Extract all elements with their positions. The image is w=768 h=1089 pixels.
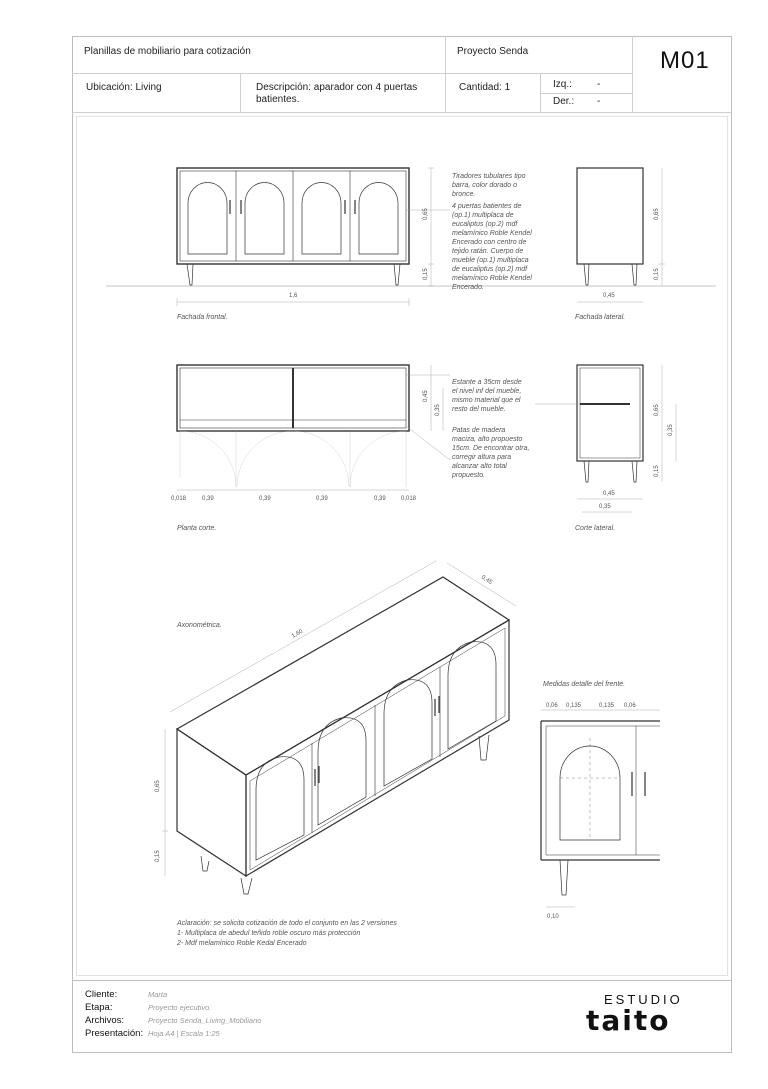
header-col-divider (540, 73, 541, 112)
drawing-sheet (72, 36, 732, 1053)
dim-section-height: 0,65 (654, 404, 660, 416)
caption-side-section: Corte lateral. (575, 525, 616, 532)
dim-plan-w6: 0,018 (401, 496, 417, 502)
footer-divider (72, 980, 732, 981)
studio-logo-bottom: taito (586, 1004, 671, 1037)
dim-plan-w5: 0,39 (374, 496, 386, 502)
quantity: Cantidad: 1 (459, 82, 511, 93)
stage-value: Proyecto ejecutivo. (148, 1003, 212, 1012)
dim-plan-w2: 0,39 (202, 496, 214, 502)
front-detail (540, 720, 660, 896)
clarification-line-3: 2- Mdf melamínico Roble Kedal Encerado (177, 940, 307, 947)
dim-side-leg: 0,15 (654, 268, 660, 280)
header-col-divider (240, 73, 241, 112)
header-divider (540, 93, 632, 94)
side-section (576, 364, 644, 483)
side-elevation (576, 167, 644, 286)
dim-detail-b: 0,135 (566, 703, 582, 709)
dim-axo-height: 0,65 (155, 780, 161, 792)
dim-plan-height: 0,45 (423, 390, 429, 402)
caption-axo: Axonométrica. (177, 622, 222, 629)
files-value: Proyecto Senda_Living_Mobiliario (148, 1016, 262, 1025)
drawing-frame (76, 116, 728, 976)
dim-axo-length: 1,60 (291, 628, 305, 639)
dim-plan-w1: 0,018 (171, 496, 187, 502)
clarification-line-2: 1- Multiplaca de abedul teñido roble osc… (177, 930, 361, 937)
note-doors: 4 puertas batientes de (op.1) multiplaca… (452, 203, 532, 291)
note-shelf: Estante a 35cm desde el nivel inf del mu… (452, 379, 522, 413)
files-label: Archivos: (85, 1015, 125, 1026)
dim-side-depth: 0,45 (603, 293, 615, 299)
plan-section (176, 364, 410, 488)
dim-plan-w3: 0,39 (259, 496, 271, 502)
axonometric-view (175, 576, 511, 895)
left-value: - (597, 79, 601, 90)
dim-detail-a: 0,06 (546, 703, 558, 709)
client-label: Cliente: (85, 989, 118, 1000)
front-elevation (176, 167, 410, 286)
caption-side: Fachada lateral. (575, 314, 626, 321)
dim-detail-c: 0,135 (599, 703, 615, 709)
note-legs: Patas de madera maciza, alto propuesto 1… (452, 427, 530, 479)
dim-plan-w4: 0,39 (316, 496, 328, 502)
studio-logo-top: ESTUDIO (604, 992, 683, 1007)
header-col-divider (445, 36, 446, 112)
dim-axo-leg: 0,15 (155, 850, 161, 862)
dim-side-height: 0,65 (654, 208, 660, 220)
location: Ubicación: Living (86, 82, 162, 93)
dim-section-leg: 0,15 (654, 465, 660, 477)
presentation-label: Presentación: (85, 1028, 144, 1039)
description: Descripción: aparador con 4 puertas bati… (256, 82, 418, 105)
right-value: - (597, 96, 601, 107)
dim-section-shelf: 0,35 (668, 424, 674, 436)
left-label: Izq.: (553, 79, 572, 90)
dim-front-height: 0,65 (423, 208, 429, 220)
header-code-divider (632, 36, 633, 112)
client-value: Marta (148, 990, 168, 999)
caption-plan: Planta corte. (177, 525, 217, 532)
dim-plan-shelf: 0,35 (435, 404, 441, 416)
dim-detail-bottom: 0,10 (547, 914, 559, 920)
presentation-value: Hoja A4 | Escala 1:25 (148, 1029, 220, 1038)
stage-label: Etapa: (85, 1002, 113, 1013)
dim-section-depth: 0,45 (603, 491, 615, 497)
note-handles: Tiradores tubulares tipo barra, color do… (452, 173, 526, 198)
clarification-line-1: Aclaración: se solicita cotización de to… (177, 920, 397, 927)
caption-front: Fachada frontal. (177, 314, 228, 321)
dim-section-inner: 0,35 (599, 504, 611, 510)
right-label: Der.: (553, 96, 575, 107)
dim-axo-depth: 0,45 (480, 575, 494, 587)
dim-detail-d: 0,06 (624, 703, 636, 709)
dim-leg-height: 0,15 (423, 268, 429, 280)
header-bottom (72, 112, 732, 113)
sheet-title: Planillas de mobiliario para cotización (84, 46, 251, 57)
header-divider (72, 73, 632, 74)
sheet-code: M01 (660, 47, 710, 74)
project-name: Proyecto Senda (457, 46, 529, 57)
caption-detail: Medidas detalle del frente. (543, 681, 626, 688)
dim-front-width: 1,6 (289, 293, 298, 299)
